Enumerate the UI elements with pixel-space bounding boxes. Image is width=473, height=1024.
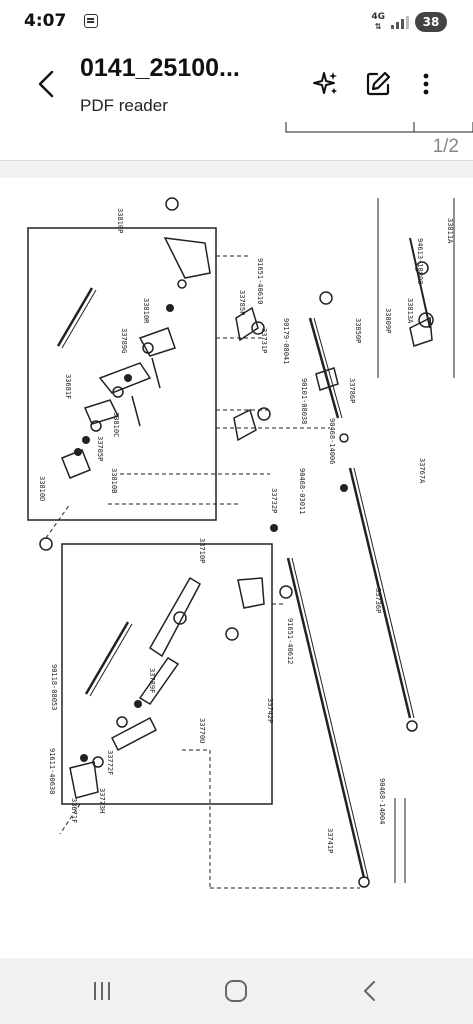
- part-label: 91651-40610: [256, 258, 264, 304]
- chevron-left-icon: [364, 981, 375, 1001]
- part-label: 33770U: [198, 718, 206, 743]
- home-icon: [225, 980, 247, 1002]
- recent-apps-button[interactable]: [82, 974, 122, 1008]
- part-label: 33810P: [116, 208, 124, 233]
- part-label: 90468-14004: [378, 778, 386, 824]
- part-label: 33786P: [348, 378, 356, 403]
- ai-sparkle-button[interactable]: [310, 68, 342, 100]
- part-label: 90468-14006: [328, 418, 336, 464]
- part-label: 33789G: [120, 328, 128, 353]
- data-arrows-icon: ⇅: [374, 21, 382, 31]
- part-label: 33810B: [110, 468, 118, 493]
- part-label: 94613-10800: [416, 238, 424, 284]
- part-label: 33767A: [418, 458, 426, 484]
- sparkle-icon: [313, 72, 337, 94]
- part-label: 33810D: [38, 476, 46, 501]
- edit-pen-icon: [366, 71, 391, 96]
- parts-diagram: 33810P 33811A 33710P 33731P 33732P 33736P 3378…: [27, 197, 455, 889]
- document-title: 0141_25100...: [80, 54, 240, 82]
- part-label: 33710P: [198, 538, 206, 563]
- recent-apps-icon: [94, 982, 110, 1000]
- part-label: 33810C: [112, 412, 120, 437]
- back-button[interactable]: [32, 66, 62, 102]
- part-label: 33809P: [384, 308, 392, 333]
- part-label: 33850P: [354, 318, 362, 343]
- part-label: 90101-08038: [300, 378, 308, 424]
- part-label: 33671F: [70, 798, 78, 823]
- part-label: 33741P: [326, 828, 334, 853]
- status-icons: 4G ⇅ 38: [371, 10, 447, 34]
- status-time: 4:07: [24, 11, 67, 31]
- part-label: 90179-08041: [282, 318, 290, 364]
- notification-icon: [84, 14, 98, 28]
- more-options-button[interactable]: [410, 68, 442, 100]
- part-label: 33705P: [96, 436, 104, 461]
- part-label: 33785P: [238, 290, 246, 315]
- back-nav-button[interactable]: [350, 974, 390, 1008]
- previous-page-table-fragment: [285, 122, 473, 133]
- part-label: 33732P: [270, 488, 278, 513]
- part-label: 33772F: [106, 750, 114, 775]
- previous-page-bottom: [0, 122, 473, 161]
- pdf-page[interactable]: 33810P 33811A 33710P 33731P 33732P 33736P 3378…: [0, 178, 473, 958]
- signal-icon: [391, 15, 409, 29]
- part-label: 33742P: [266, 698, 274, 723]
- home-button[interactable]: [216, 974, 256, 1008]
- part-label: 33813A: [406, 298, 414, 324]
- back-arrow-icon: [38, 70, 54, 98]
- part-label: 33681F: [64, 374, 72, 399]
- pdf-viewer[interactable]: 1/2: [0, 122, 473, 958]
- edit-button[interactable]: [362, 68, 394, 100]
- part-label: 33811A: [446, 218, 454, 244]
- part-label: 33810R: [142, 298, 150, 324]
- part-label: 33773H: [98, 788, 106, 813]
- network-label: 4G ⇅: [371, 11, 385, 32]
- part-label: 33789F: [148, 668, 156, 693]
- part-label: 90468-03011: [298, 468, 306, 514]
- part-label: 91651-40612: [286, 618, 294, 664]
- network-type: 4G: [371, 11, 385, 22]
- system-nav-bar: [0, 958, 473, 1024]
- more-vertical-icon: [423, 73, 429, 95]
- status-bar: 4:07 4G ⇅ 38: [0, 0, 473, 44]
- part-label: 91611-40630: [48, 748, 56, 794]
- part-label: 90118-08053: [50, 664, 58, 710]
- part-label: 33736P: [374, 588, 382, 613]
- app-subtitle: PDF reader: [80, 96, 168, 115]
- battery-indicator: 38: [415, 12, 447, 32]
- app-bar: 0141_25100... PDF reader: [0, 44, 473, 122]
- page-counter: 1/2: [432, 136, 459, 157]
- part-label: 33731P: [260, 328, 268, 353]
